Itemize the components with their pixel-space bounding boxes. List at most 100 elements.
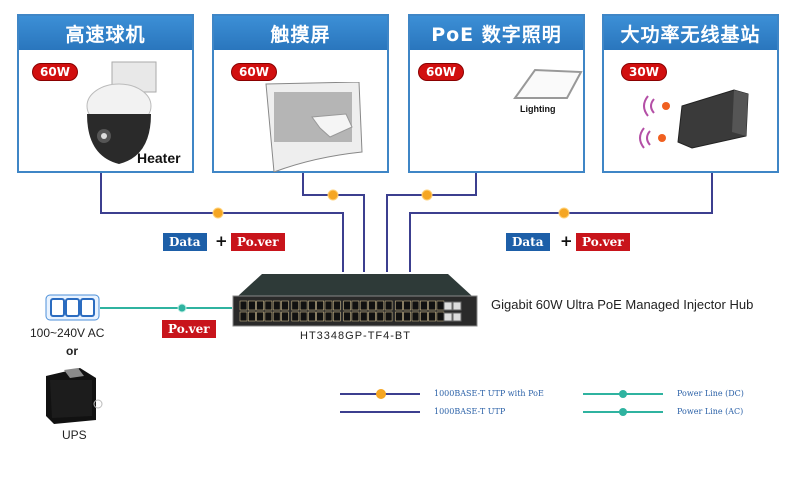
poe-marker-camera: [212, 207, 224, 219]
plus-sign-left: +: [215, 232, 228, 250]
rj45-port: [256, 300, 264, 311]
legend-label-utp: 1000BASE-T UTP: [434, 407, 506, 416]
rj45-port: [395, 311, 403, 322]
card-title: 大功率无线基站: [604, 16, 777, 50]
poe-marker-lighting: [421, 189, 433, 201]
light-panel-icon: [513, 68, 583, 99]
data-tag-left: Data: [163, 233, 207, 251]
legend-label-poe: 1000BASE-T UTP with PoE: [434, 389, 544, 398]
data-tag-right: Data: [506, 233, 550, 251]
card-title: PoE 数字照明: [410, 16, 583, 50]
rj45-port: [308, 300, 316, 311]
sfp-port: [443, 312, 453, 322]
rj45-port: [384, 311, 393, 322]
base-station-icon: [677, 89, 749, 149]
device-card-ptz-camera: 高速球机 60W Heater: [17, 14, 194, 173]
rj45-port: [384, 300, 393, 311]
watt-badge: 60W: [418, 63, 464, 81]
legend-marker-dc: [619, 390, 627, 398]
switch-device-icon: [232, 274, 478, 327]
rj45-port: [428, 300, 436, 311]
rj45-port: [411, 300, 420, 311]
rj45-port: [316, 300, 324, 311]
rj45-port: [264, 311, 273, 322]
device-card-touchscreen: 触摸屏 60W: [212, 14, 389, 173]
rj45-port: [420, 300, 428, 311]
rj45-port: [316, 311, 324, 322]
heater-label: Heater: [137, 150, 181, 166]
rj45-port: [436, 300, 445, 311]
rj45-port: [376, 300, 385, 311]
watt-badge: 30W: [621, 63, 667, 81]
power-tag-left: Po.ver: [231, 233, 285, 251]
card-title: 高速球机: [19, 16, 192, 50]
sfp-port: [452, 301, 462, 311]
rj45-port: [239, 311, 248, 322]
rj45-port: [333, 311, 341, 322]
rj45-port: [247, 311, 256, 322]
rj45-port: [324, 300, 333, 311]
rj45-port: [291, 311, 300, 322]
legend-label-ac: Power Line (AC): [677, 407, 744, 416]
rj45-port: [299, 311, 308, 322]
power-tag-ac: Po.ver: [162, 320, 216, 338]
watt-badge: 60W: [231, 63, 277, 81]
rj45-port: [333, 300, 341, 311]
ups-icon: [46, 368, 103, 424]
rj45-port: [420, 311, 428, 322]
legend-marker-ac: [619, 408, 627, 416]
device-card-poe-lighting: PoE 数字照明 60W Lighting: [408, 14, 585, 173]
rj45-port: [351, 311, 360, 322]
switch-model: HT3348GP-TF4-BT: [300, 330, 411, 342]
rj45-port: [368, 300, 376, 311]
touchscreen-icon: [265, 82, 363, 172]
device-card-base-station: 大功率无线基站 30W: [602, 14, 779, 173]
rj45-port: [351, 300, 360, 311]
rj45-port: [256, 311, 264, 322]
legend-label-dc: Power Line (DC): [677, 389, 744, 398]
ptz-camera-icon: [86, 61, 157, 164]
rj45-port: [395, 300, 403, 311]
rj45-port: [359, 311, 368, 322]
rj45-port: [359, 300, 368, 311]
rj45-port: [264, 300, 273, 311]
rj45-port: [239, 300, 248, 311]
rj45-port: [343, 311, 351, 322]
rj45-port: [376, 311, 385, 322]
rj45-port: [308, 311, 316, 322]
rj45-port: [343, 300, 351, 311]
rj45-port: [281, 300, 289, 311]
power-tag-right: Po.ver: [576, 233, 630, 251]
rj45-port: [299, 300, 308, 311]
rj45-port: [291, 300, 300, 311]
watt-badge: 60W: [32, 63, 78, 81]
sfp-port: [443, 301, 453, 311]
switch-description: Gigabit 60W Ultra PoE Managed Injector H…: [491, 297, 754, 312]
plus-sign-right: +: [560, 232, 573, 250]
poe-marker-basestation: [558, 207, 570, 219]
card-title: 触摸屏: [214, 16, 387, 50]
rj45-port: [403, 300, 411, 311]
ac-input-label: 100~240V AC: [30, 326, 105, 340]
rj45-port: [272, 311, 281, 322]
rj45-port: [281, 311, 289, 322]
power-strip-icon: [45, 294, 100, 321]
rj45-port: [368, 311, 376, 322]
lighting-label: Lighting: [520, 104, 556, 114]
rj45-port: [324, 311, 333, 322]
power-marker: [177, 303, 187, 313]
rj45-port: [247, 300, 256, 311]
rj45-port: [428, 311, 436, 322]
poe-marker-touchscreen: [327, 189, 339, 201]
rj45-port: [403, 311, 411, 322]
rj45-port: [272, 300, 281, 311]
legend-marker-poe: [376, 389, 386, 399]
sfp-port: [452, 312, 462, 322]
or-label: or: [66, 344, 78, 358]
line-touchscreen: [302, 173, 365, 272]
wireless-signal-icon: [639, 95, 670, 149]
rj45-port: [436, 311, 445, 322]
rj45-port: [411, 311, 420, 322]
line-camera: [100, 173, 344, 272]
